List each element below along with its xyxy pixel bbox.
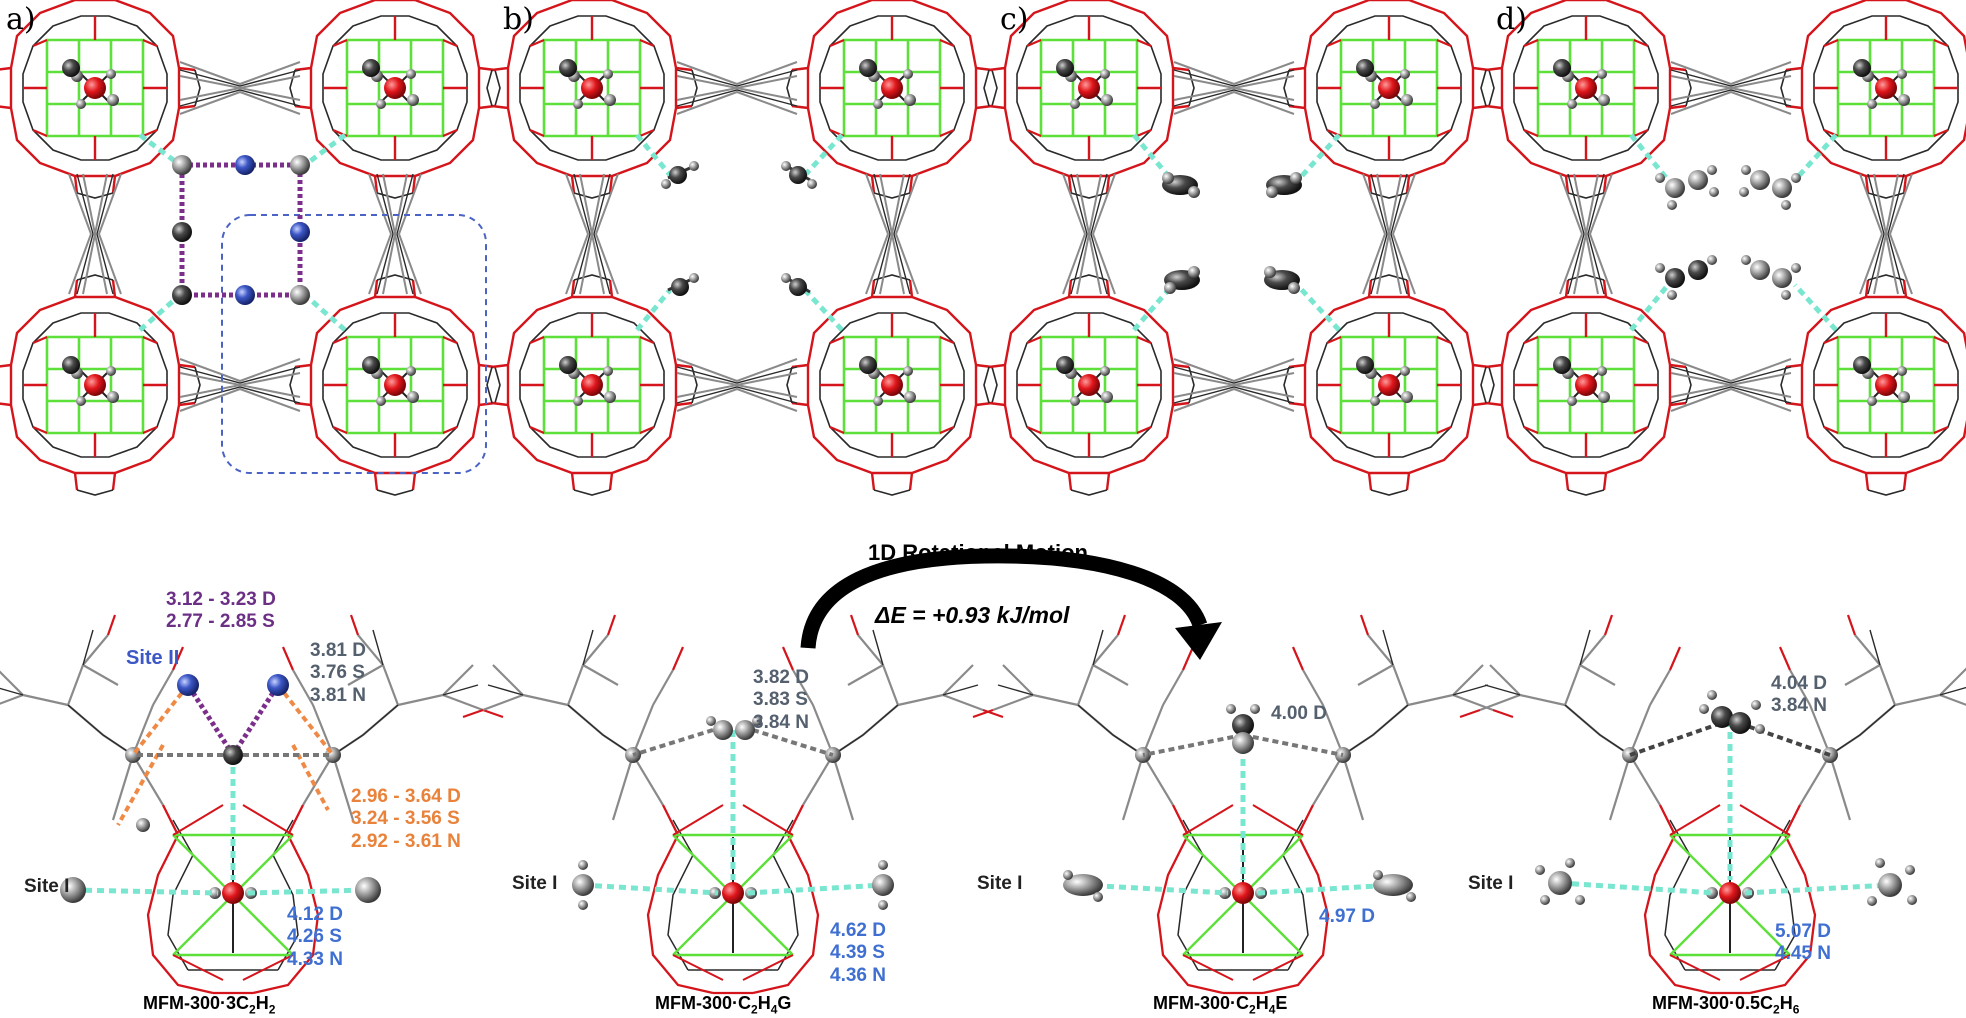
caption-c2h4g: MFM-300·C2H4G	[655, 993, 792, 1017]
detail-c2h2-structure	[0, 613, 505, 995]
detail-c2h4e-structure	[971, 613, 1515, 995]
panel-c-structure	[984, 0, 1494, 495]
c2h4e-site1-label: Site I	[977, 873, 1023, 894]
detail-c2h4g-structure	[461, 613, 1005, 995]
panel-letter-b: b)	[503, 2, 534, 37]
rotation-energy: ΔE = +0.93 kJ/mol	[875, 602, 1070, 628]
caption-c2h2: MFM-300·3C2H2	[143, 993, 276, 1017]
c2h2-site1-label: Site I	[24, 876, 70, 897]
c2h4g-site1-label: Site I	[512, 873, 558, 894]
rotation-title: 1D Rotational Motion	[868, 540, 1088, 565]
panel-b-structure	[487, 0, 997, 495]
panel-letter-c: c)	[1000, 2, 1029, 37]
panel-letter-a: a)	[6, 2, 36, 37]
caption-c2h4e: MFM-300·C2H4E	[1153, 993, 1288, 1017]
detail-c2h6-structure	[1458, 613, 1966, 995]
c2h2-site2-label: Site II	[126, 647, 180, 669]
c2h4e-blue-distances: 4.97 D	[1319, 906, 1375, 927]
panel-d-structure	[1481, 0, 1966, 495]
panel-a-structure	[0, 0, 500, 495]
c2h6-site1-label: Site I	[1468, 873, 1514, 894]
panel-letter-d: d)	[1496, 2, 1527, 37]
caption-c2h6: MFM-300·0.5C2H6	[1652, 993, 1800, 1017]
c2h4e-gray-distances: 4.00 D	[1271, 703, 1327, 724]
rotation-arrow	[800, 548, 1222, 660]
